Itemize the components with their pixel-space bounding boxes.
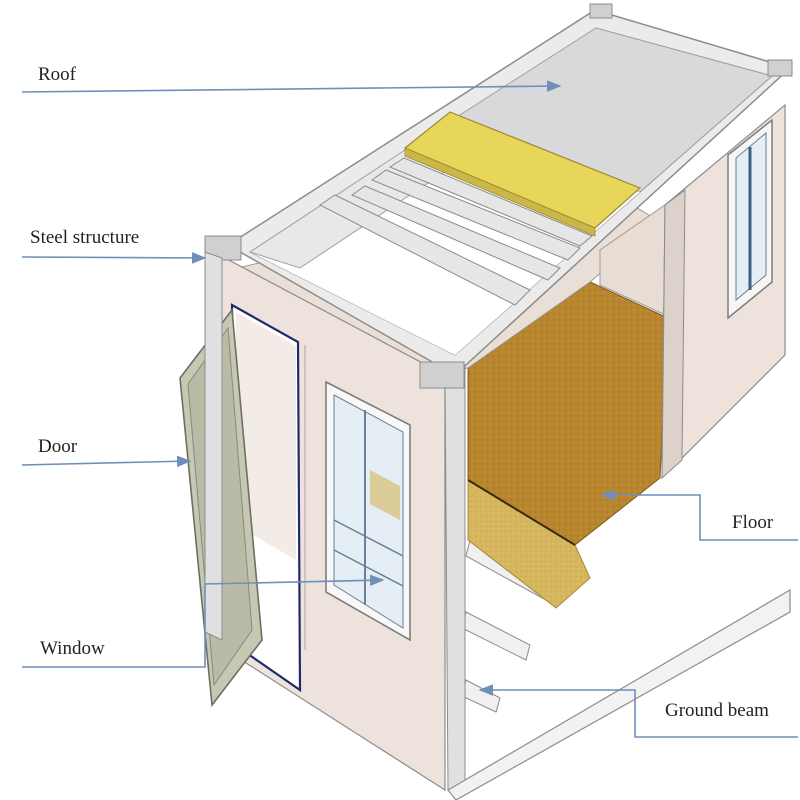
label-ground-beam: Ground beam [665,700,769,721]
ground-beam-leader [478,684,798,738]
label-window: Window [40,638,105,659]
front-window [325,380,411,642]
roof-leader [21,80,562,93]
steel-structure-leader [21,252,207,264]
insulation-panel [403,111,642,237]
label-door: Door [38,436,78,457]
label-floor: Floor [732,512,774,533]
floor [467,281,669,609]
label-steel-structure: Steel structure [30,227,139,248]
leader-lines [21,80,798,738]
floor-leader [600,489,798,541]
window-leader [22,574,385,668]
side-window [727,118,773,320]
corner-posts [204,3,793,791]
label-roof: Roof [38,64,77,85]
door-leader [21,455,192,468]
steel-purlins [319,157,593,306]
labels: Roof Steel structure Door Window Floor G… [30,64,774,721]
